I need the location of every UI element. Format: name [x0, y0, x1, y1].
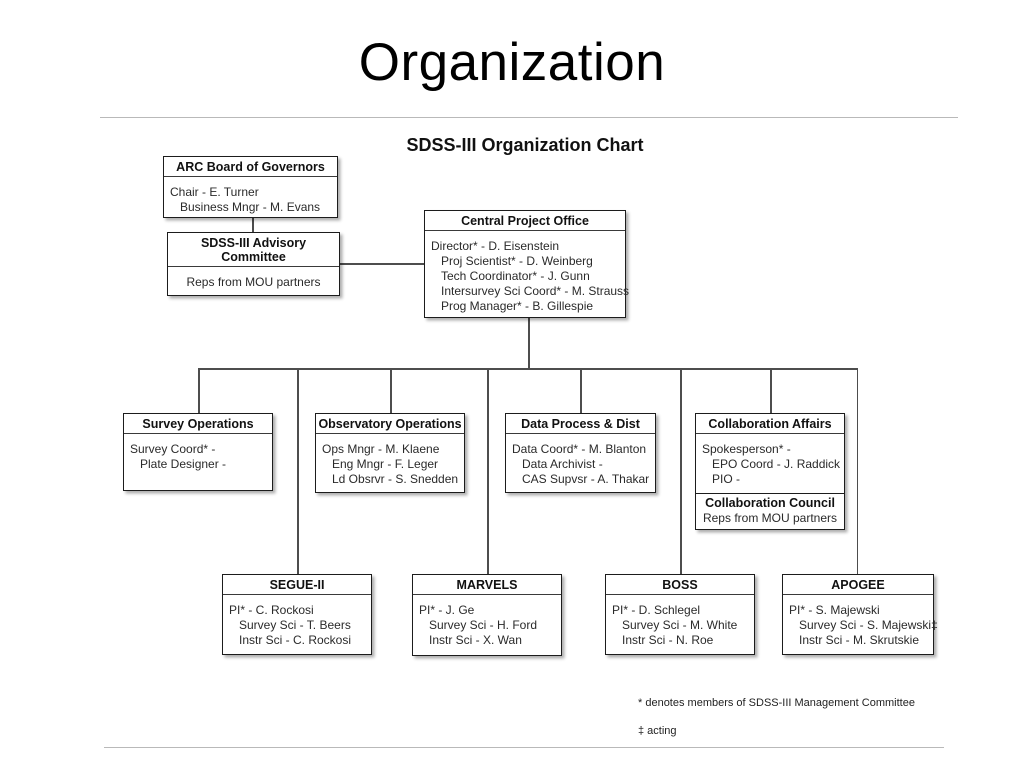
connector-drop-survey-ops	[198, 368, 200, 413]
box-arc-board-of-governors: ARC Board of Governors Chair - E. Turner…	[163, 156, 338, 218]
box-body: Survey Coord* - Plate Designer -	[124, 434, 272, 475]
role-line: Intersurvey Sci Coord* - M. Strauss	[441, 284, 630, 298]
role-line: EPO Coord - J. Raddick	[712, 457, 841, 471]
role-line: PIO -	[712, 472, 741, 486]
role-line: Business Mngr - M. Evans	[180, 200, 321, 214]
slide-title: Organization	[358, 33, 666, 92]
role-line: Survey Sci - S. Majewski‡	[799, 618, 938, 632]
role-line: Reps from MOU partners	[186, 275, 321, 289]
role-line: PI* - J. Ge	[419, 603, 475, 617]
connector-drop-apogee	[856, 368, 858, 574]
box-body: Ops Mngr - M. Klaene Eng Mngr - F. Leger…	[316, 434, 464, 490]
council-title: Collaboration Council	[705, 496, 835, 510]
connector-drop-collaboration	[770, 368, 772, 413]
box-body: Director* - D. Eisenstein Proj Scientist…	[425, 231, 630, 317]
role-line: Instr Sci - M. Skrutskie	[799, 633, 920, 647]
box-body: Data Coord* - M. Blanton Data Archivist …	[506, 434, 655, 490]
box-title: BOSS	[606, 575, 754, 595]
box-title: Central Project Office	[425, 211, 625, 231]
connector-drop-boss	[680, 368, 682, 574]
chart-title: SDSS-III Organization Chart	[406, 135, 644, 155]
box-title: ARC Board of Governors	[164, 157, 337, 177]
box-survey-operations: Survey Operations Survey Coord* - Plate …	[123, 413, 273, 491]
top-divider-rule	[100, 117, 958, 118]
role-line: Instr Sci - X. Wan	[429, 633, 522, 647]
role-line: PI* - C. Rockosi	[229, 603, 314, 617]
connector-drop-data-process	[580, 368, 582, 413]
role-line: Data Archivist -	[522, 457, 603, 471]
role-line: Tech Coordinator* - J. Gunn	[441, 269, 590, 283]
box-body: PI* - S. Majewski Survey Sci - S. Majews…	[783, 595, 938, 651]
role-line: Proj Scientist* - D. Weinberg	[441, 254, 593, 268]
box-title: Survey Operations	[124, 414, 272, 434]
box-title: MARVELS	[413, 575, 561, 595]
connector-bus	[198, 368, 858, 370]
box-body: PI* - C. Rockosi Survey Sci - T. Beers I…	[223, 595, 371, 651]
connector-cpo-to-bus	[528, 318, 530, 368]
box-title: SDSS-III Advisory Committee	[168, 233, 339, 267]
collaboration-council-section: Collaboration Council Reps from MOU part…	[696, 493, 844, 528]
role-line: Ops Mngr - M. Klaene	[322, 442, 440, 456]
role-line: Survey Sci - M. White	[622, 618, 738, 632]
box-body: Reps from MOU partners	[168, 267, 339, 293]
bottom-divider-rule	[104, 747, 944, 748]
box-title: SEGUE-II	[223, 575, 371, 595]
footnote-management-committee: * denotes members of SDSS-III Management…	[638, 697, 915, 709]
role-line: Plate Designer -	[140, 457, 227, 471]
box-marvels: MARVELS PI* - J. Ge Survey Sci - H. Ford…	[412, 574, 562, 656]
box-segue-ii: SEGUE-II PI* - C. Rockosi Survey Sci - T…	[222, 574, 372, 655]
role-line: Spokesperson* -	[702, 442, 791, 456]
box-data-process-dist: Data Process & Dist Data Coord* - M. Bla…	[505, 413, 656, 493]
footnote-acting: ‡ acting	[638, 725, 677, 737]
box-title: Data Process & Dist	[506, 414, 655, 434]
box-observatory-operations: Observatory Operations Ops Mngr - M. Kla…	[315, 413, 465, 493]
role-line: Prog Manager* - B. Gillespie	[441, 299, 594, 313]
role-line: PI* - S. Majewski	[789, 603, 880, 617]
role-line: Survey Coord* -	[130, 442, 216, 456]
role-line: Instr Sci - N. Roe	[622, 633, 714, 647]
box-body: PI* - D. Schlegel Survey Sci - M. White …	[606, 595, 754, 651]
role-line: Instr Sci - C. Rockosi	[239, 633, 352, 647]
box-advisory-committee: SDSS-III Advisory Committee Reps from MO…	[167, 232, 340, 296]
box-body: Chair - E. Turner Business Mngr - M. Eva…	[164, 177, 337, 218]
box-body: PI* - J. Ge Survey Sci - H. Ford Instr S…	[413, 595, 561, 651]
box-body: Spokesperson* - EPO Coord - J. Raddick P…	[696, 434, 844, 493]
box-title: Collaboration Affairs	[696, 414, 844, 434]
box-collaboration-affairs: Collaboration Affairs Spokesperson* - EP…	[695, 413, 845, 530]
role-line: Eng Mngr - F. Leger	[332, 457, 439, 471]
role-line: Data Coord* - M. Blanton	[512, 442, 647, 456]
council-body: Reps from MOU partners	[702, 511, 838, 525]
connector-advisory-to-cpo	[340, 263, 424, 265]
box-boss: BOSS PI* - D. Schlegel Survey Sci - M. W…	[605, 574, 755, 655]
box-title: Observatory Operations	[316, 414, 464, 434]
box-title: APOGEE	[783, 575, 933, 595]
role-line: CAS Supvsr - A. Thakar	[522, 472, 650, 486]
connector-arc-to-advisory	[252, 218, 254, 232]
connector-drop-segue	[297, 368, 299, 574]
role-line: Ld Obsrvr - S. Snedden	[332, 472, 459, 486]
connector-drop-marvels	[487, 368, 489, 574]
role-line: Survey Sci - H. Ford	[429, 618, 538, 632]
box-central-project-office: Central Project Office Director* - D. Ei…	[424, 210, 630, 318]
role-line: Chair - E. Turner	[170, 185, 259, 199]
role-line: Director* - D. Eisenstein	[431, 239, 560, 253]
role-line: Survey Sci - T. Beers	[239, 618, 351, 632]
connector-drop-observatory-ops	[390, 368, 392, 413]
role-line: PI* - D. Schlegel	[612, 603, 701, 617]
box-apogee: APOGEE PI* - S. Majewski Survey Sci - S.…	[782, 574, 938, 655]
